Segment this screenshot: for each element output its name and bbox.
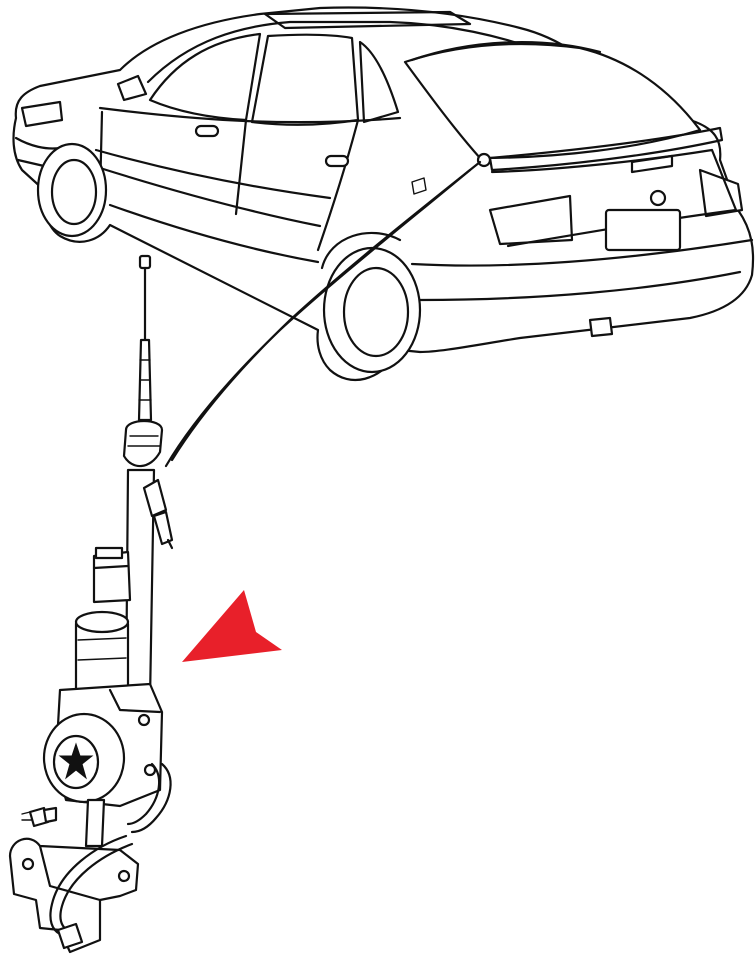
trunk-lid — [490, 148, 738, 248]
wiring-harness — [49, 834, 128, 936]
antenna-tip — [138, 254, 152, 270]
antenna-mount-hole — [476, 152, 492, 168]
relay-clip — [94, 546, 124, 560]
tail-light-left — [488, 194, 574, 246]
side-mirror — [116, 74, 148, 102]
power-antenna-assembly — [8, 254, 174, 954]
tail-light-right — [698, 168, 744, 218]
sunroof — [263, 10, 472, 30]
antenna-cable-inner — [164, 168, 472, 468]
cable-connector — [142, 478, 168, 518]
front-door-window — [148, 32, 262, 122]
housing-screw — [137, 713, 151, 727]
relay-box — [92, 550, 132, 604]
exhaust-pipe — [588, 316, 614, 338]
drain-hose — [130, 762, 172, 834]
trunk-emblem — [649, 189, 667, 207]
cable-plug — [152, 510, 174, 546]
front-wheel — [36, 142, 108, 238]
red-pointer-arrow — [182, 590, 282, 662]
rear-door-handle — [324, 154, 350, 168]
fuel-flap — [411, 177, 427, 195]
front-door-handle — [194, 124, 220, 138]
car-illustration — [12, 6, 755, 382]
quarter-window — [358, 40, 400, 124]
rear-window — [403, 43, 702, 160]
lower-tube — [84, 798, 106, 848]
rear-bumper — [410, 238, 754, 302]
cable-spool — [42, 712, 126, 804]
rear-window-frame — [410, 41, 602, 62]
body-crease — [94, 148, 332, 228]
harness-connector — [56, 922, 84, 950]
rear-door-seam — [316, 118, 360, 252]
belt-line — [98, 106, 402, 124]
sill-line — [108, 203, 320, 264]
rear-wheel — [320, 231, 422, 374]
bracket-hole — [21, 857, 35, 871]
mounting-bolt — [21, 806, 58, 828]
spoiler — [488, 126, 724, 172]
rear-door-window — [250, 33, 360, 126]
roof-line — [146, 20, 547, 84]
license-plate — [604, 208, 682, 252]
headlight — [20, 100, 64, 128]
antenna-collar — [122, 419, 164, 468]
